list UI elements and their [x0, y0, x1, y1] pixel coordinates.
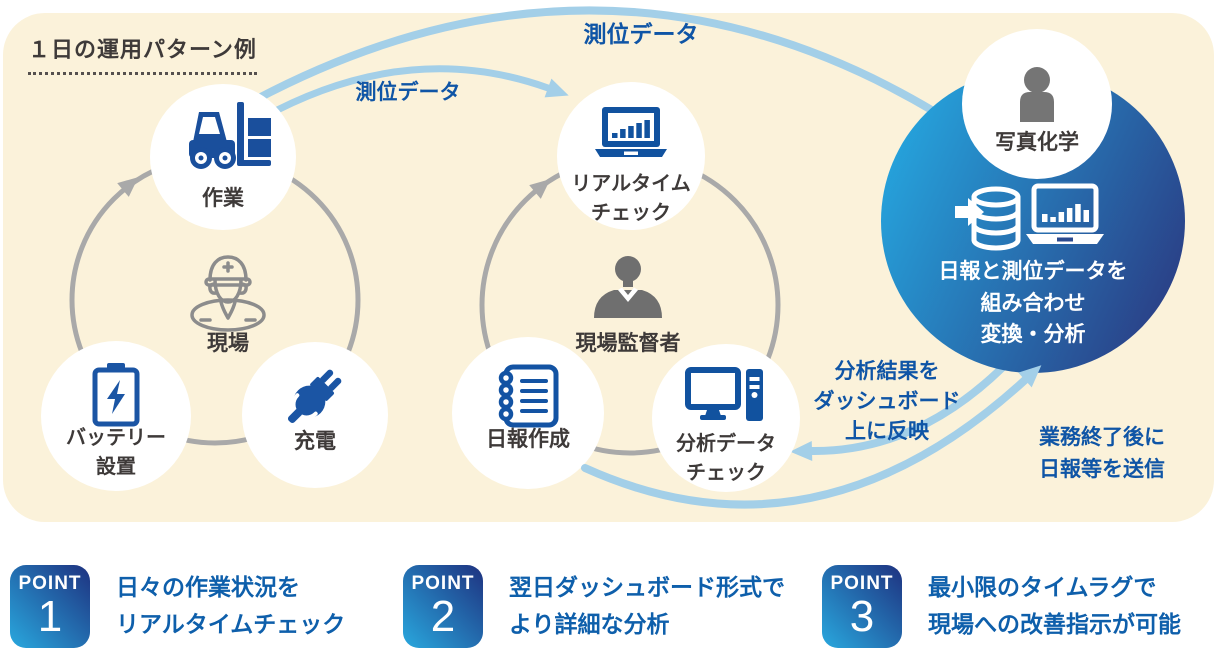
- point-2-item: POINT 2 翌日ダッシュボード形式で より詳細な分析: [403, 565, 785, 648]
- point-1-badge: POINT 1: [10, 565, 90, 648]
- plug-icon: [287, 369, 342, 424]
- diagram-title: １日の運用パターン例: [28, 32, 257, 75]
- person-icon: [1020, 67, 1054, 122]
- supervisor-label: 現場監督者: [575, 332, 681, 355]
- point-2-badge: POINT 2: [403, 565, 483, 648]
- businessman-icon: [594, 256, 662, 318]
- positioning-data-arc-top: [251, 6, 939, 116]
- send-report-arrowhead: [1018, 365, 1042, 388]
- analysis-node-label: 分析データ チェック: [676, 433, 776, 484]
- point-3-badge: POINT 3: [822, 565, 902, 648]
- forklift-icon: [189, 102, 271, 169]
- send-report-arc: [581, 376, 1029, 509]
- middle-cycle-arrowhead: [529, 179, 551, 199]
- send-report-label: 業務終了後に 日報等を送信: [1039, 426, 1165, 481]
- point-2-badge-number: 2: [430, 592, 456, 641]
- battery-node-circle: [41, 341, 191, 491]
- work-node-label: 作業: [202, 187, 244, 210]
- point-1-item: POINT 1 日々の作業状況を リアルタイムチェック: [10, 565, 345, 648]
- point-2-badge-word: POINT: [411, 573, 475, 594]
- diagram-canvas: [41, 6, 1185, 509]
- laptop-chart-icon: [595, 107, 667, 157]
- dashboard-feedback-label: 分析結果を ダッシュボード 上に反映: [813, 360, 961, 443]
- report-node-label: 日報作成: [486, 428, 570, 451]
- site-label: 現場: [207, 332, 249, 355]
- point-3-description: 最小限のタイムラグで 現場への改善指示が可能: [928, 574, 1181, 637]
- point-1-description: 日々の作業状況を リアルタイムチェック: [116, 574, 346, 637]
- dashboard-feedback-arrowhead: [790, 441, 813, 461]
- dashboard-feedback-arc: [808, 356, 1014, 456]
- desktop-pc-icon: [685, 367, 763, 421]
- database-arrow-laptop-icon: [955, 183, 1104, 251]
- point-3-badge-number: 3: [849, 592, 875, 641]
- battery-node-label: バッテリー 設置: [66, 427, 166, 478]
- point-2-description: 翌日ダッシュボード形式で より詳細な分析: [509, 574, 785, 637]
- positioning-data-label-mid: 測位データ: [355, 81, 461, 104]
- point-1-badge-word: POINT: [18, 573, 82, 594]
- hub-description: 日報と測位データを 組み合わせ 変換・分析: [938, 260, 1128, 346]
- company-node-label: 写真化学: [995, 131, 1079, 154]
- charge-node-label: 充電: [294, 430, 336, 453]
- positioning-data-arc-mid: [258, 65, 552, 122]
- point-3-item: POINT 3 最小限のタイムラグで 現場への改善指示が可能: [822, 565, 1181, 648]
- positioning-data-label-top: 測位データ: [583, 21, 699, 47]
- point-1-badge-number: 1: [37, 592, 63, 641]
- left-cycle-arrowhead: [117, 177, 139, 197]
- realtime-node-label: リアルタイム チェック: [571, 173, 691, 224]
- battery-icon: [92, 363, 140, 427]
- notebook-icon: [498, 364, 559, 428]
- worker-helmet-icon: [190, 255, 266, 332]
- point-3-badge-word: POINT: [830, 573, 894, 594]
- positioning-data-arc-mid-arrowhead: [544, 78, 569, 98]
